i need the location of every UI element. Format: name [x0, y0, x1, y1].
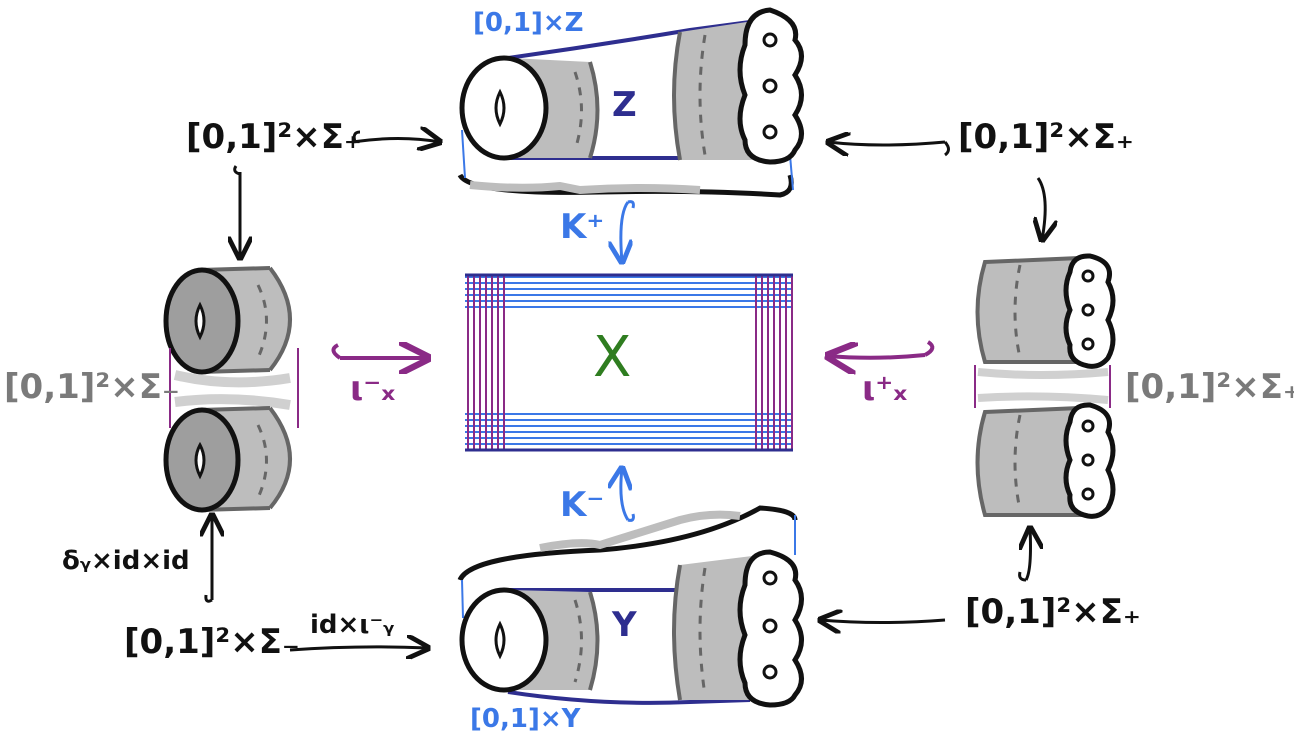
- arrow-top-left-to-z: [351, 139, 440, 143]
- arrow-top-right-down: [1038, 177, 1045, 240]
- arrow-top-right-to-z: [828, 142, 946, 145]
- arrows: [206, 132, 1045, 650]
- label-z: Z: [612, 85, 637, 125]
- label-top-left-space: [0,1]²×Σ₊: [186, 117, 362, 157]
- arrow-k-plus: [621, 201, 628, 262]
- arrow-bottom-left-to-y: [289, 647, 428, 650]
- label-k-plus: K⁺: [560, 207, 605, 247]
- label-iota-plus-x: ι⁺ₓ: [862, 369, 908, 409]
- label-right-space: [0,1]²×Σ₊: [1125, 367, 1294, 407]
- bottom-cobordism-y: [457, 505, 804, 708]
- label-collar-y: [0,1]×Y: [470, 704, 581, 734]
- label-id-iota-y: id×ι⁻ᵧ: [310, 610, 395, 640]
- top-cobordism-z: [457, 7, 804, 198]
- label-k-minus: K⁻: [560, 485, 605, 525]
- arrow-k-minus: [621, 468, 628, 521]
- right-cylinders: [974, 253, 1116, 519]
- label-iota-minus-x: ι⁻ₓ: [350, 369, 396, 409]
- label-bottom-left-space: [0,1]²×Σ₋: [124, 622, 300, 662]
- arrow-bottom-right-up: [1026, 528, 1031, 581]
- central-x-rectangle: [465, 273, 793, 452]
- label-x: X: [593, 325, 632, 390]
- label-y: Y: [612, 605, 637, 645]
- label-collar-z: [0,1]×Z: [473, 8, 584, 38]
- label-delta-map: δᵧ×id×id: [62, 546, 190, 576]
- label-bottom-right-space: [0,1]²×Σ₊: [965, 592, 1141, 632]
- label-left-space: [0,1]²×Σ₋: [4, 367, 180, 407]
- left-cylinders: [163, 266, 299, 513]
- label-top-right-space: [0,1]²×Σ₊: [958, 117, 1134, 157]
- arrow-iota-plus-x: [828, 355, 926, 358]
- arrow-bottom-right-to-y: [820, 620, 946, 623]
